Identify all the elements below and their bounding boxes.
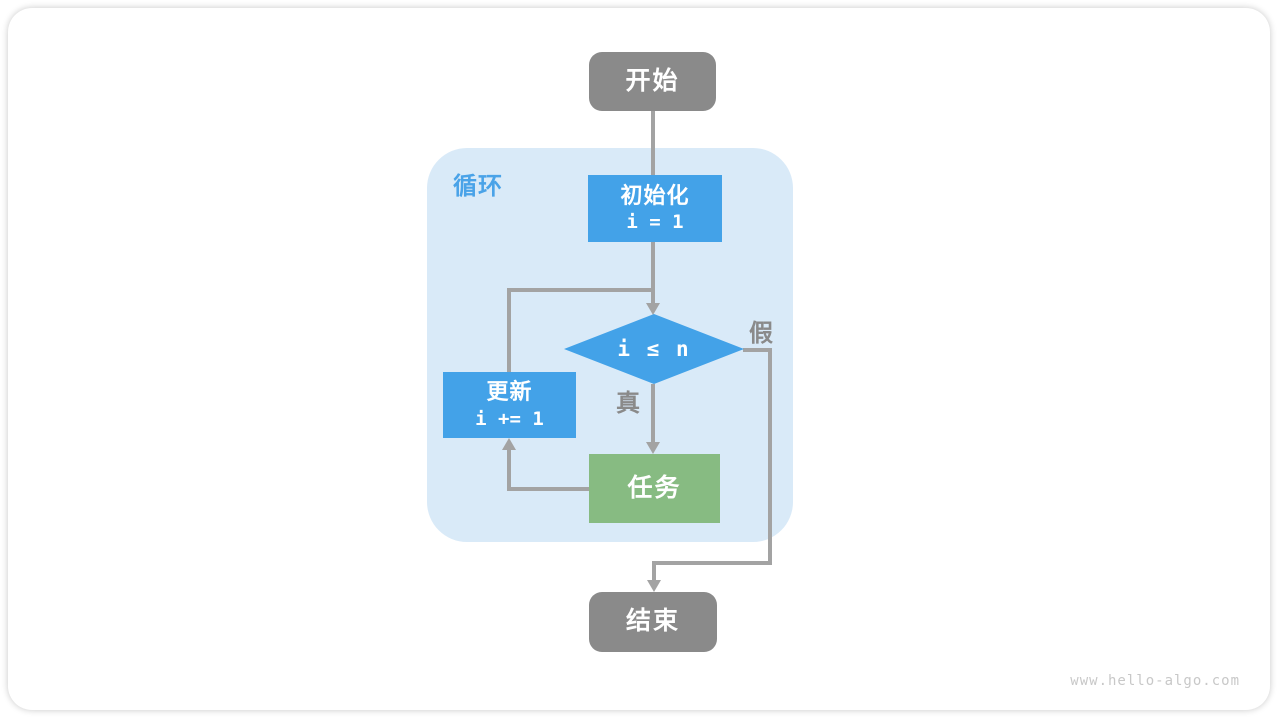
- connector-start-to-init: [651, 111, 655, 176]
- arrowhead-into-end: [647, 580, 661, 592]
- site-watermark: www.hello-algo.com: [1070, 673, 1240, 689]
- connector-init-to-condition: [651, 242, 655, 304]
- update-node-code: i += 1: [475, 407, 544, 430]
- connector-false-out: [743, 348, 772, 352]
- loop-region-label: 循环: [453, 173, 503, 200]
- branch-false-label: 假: [749, 320, 773, 347]
- connector-false-to-end: [652, 561, 656, 581]
- task-node: 任务: [589, 454, 720, 523]
- init-node-title: 初始化: [620, 182, 690, 208]
- update-node-title: 更新: [486, 379, 533, 405]
- arrowhead-into-update: [502, 438, 516, 450]
- connector-false-down: [768, 348, 772, 565]
- end-node-label: 结束: [625, 607, 680, 636]
- end-node: 结束: [589, 592, 717, 652]
- init-node-code: i = 1: [626, 211, 684, 234]
- start-node-label: 开始: [625, 66, 680, 95]
- update-node: 更新 i += 1: [443, 372, 576, 438]
- init-node: 初始化 i = 1: [588, 175, 722, 242]
- connector-false-bottom: [652, 561, 772, 565]
- branch-true-label: 真: [616, 390, 640, 417]
- arrowhead-into-condition: [646, 303, 660, 315]
- connector-condition-to-task: [651, 384, 655, 443]
- connector-loopback-horizontal: [507, 288, 655, 292]
- connector-task-to-update-horizontal: [507, 487, 591, 491]
- condition-node-label: i ≤ n: [617, 337, 691, 361]
- connector-task-to-update-vertical: [507, 450, 511, 491]
- arrowhead-into-task: [646, 442, 660, 454]
- task-node-label: 任务: [627, 473, 682, 502]
- start-node: 开始: [589, 52, 716, 111]
- connector-update-to-loopback: [507, 288, 511, 374]
